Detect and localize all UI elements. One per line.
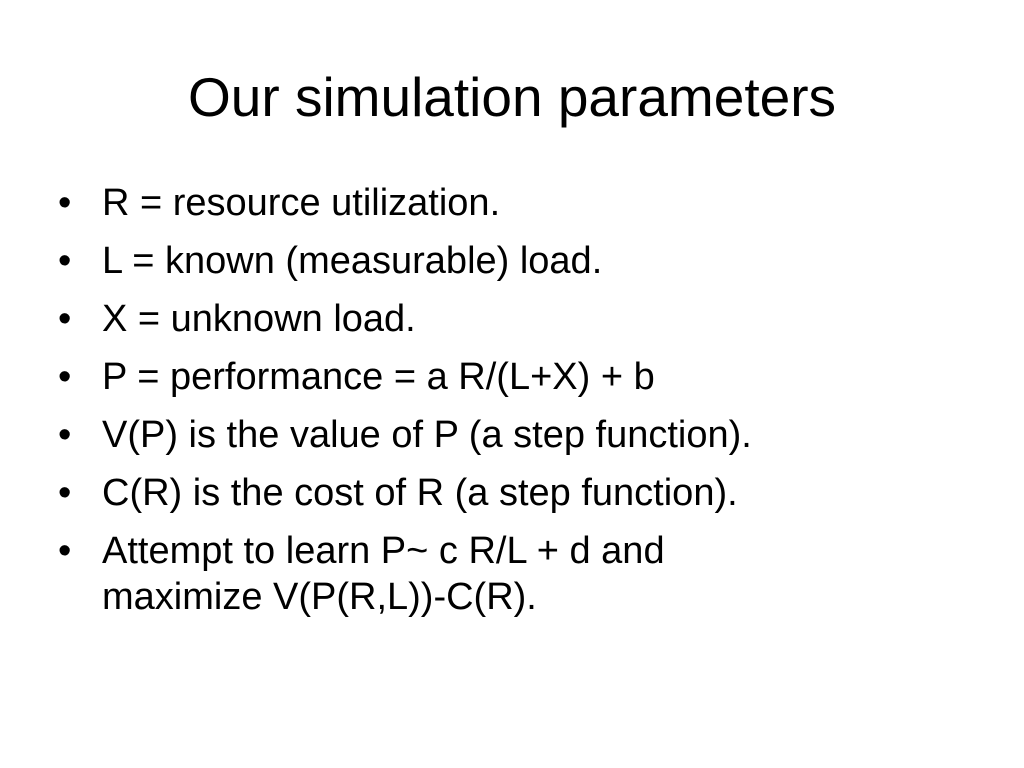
bullet-text: Attempt to learn P~ c R/L + d and maximi… — [102, 530, 665, 618]
bullet-text: V(P) is the value of P (a step function)… — [102, 414, 752, 456]
bullet-item: • C(R) is the cost of R (a step function… — [58, 470, 958, 516]
bullet-icon: • — [58, 240, 72, 282]
bullet-icon: • — [58, 356, 72, 398]
bullet-text: L = known (measurable) load. — [102, 240, 603, 282]
bullet-text: C(R) is the cost of R (a step function). — [102, 472, 738, 514]
bullet-item: • R = resource utilization. — [58, 180, 958, 226]
bullet-icon: • — [58, 298, 72, 340]
bullet-text: R = resource utilization. — [102, 182, 501, 224]
bullet-item: • Attempt to learn P~ c R/L + d and maxi… — [58, 528, 958, 620]
bullet-item: • V(P) is the value of P (a step functio… — [58, 412, 958, 458]
bullet-item: • L = known (measurable) load. — [58, 238, 958, 284]
bullet-icon: • — [58, 414, 72, 456]
bullet-item: • X = unknown load. — [58, 296, 958, 342]
bullet-icon: • — [58, 472, 72, 514]
bullet-text: X = unknown load. — [102, 298, 416, 340]
bullet-item: • P = performance = a R/(L+X) + b — [58, 354, 958, 400]
bullet-list: • R = resource utilization. • L = known … — [58, 180, 958, 632]
slide-title: Our simulation parameters — [187, 66, 837, 128]
bullet-icon: • — [58, 182, 72, 224]
bullet-icon: • — [58, 530, 72, 572]
bullet-text: P = performance = a R/(L+X) + b — [102, 356, 655, 398]
